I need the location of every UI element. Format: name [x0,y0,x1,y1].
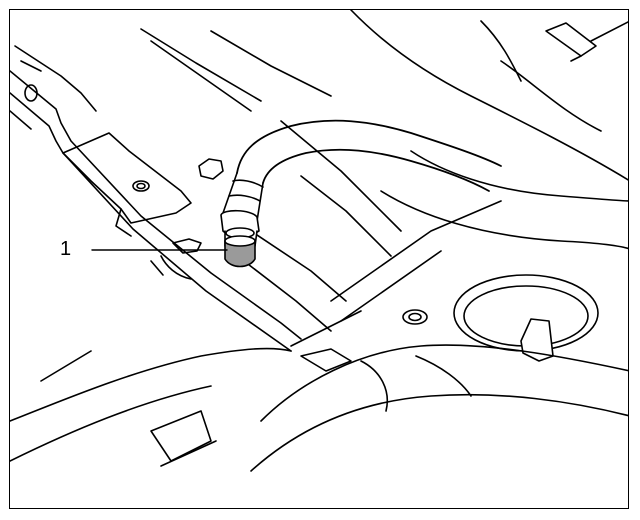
floor-panel-ribs [140,28,402,332]
hose-tube [222,119,502,222]
hex-nut [198,158,224,180]
lower-body-panel [10,347,292,467]
illustration-frame: 1 [9,9,629,509]
hose-end-cap [220,209,260,268]
mounting-bracket [62,132,192,237]
callout-label: 1 [60,238,72,260]
frame-rail [10,45,302,352]
wire-clip [150,238,202,280]
lower-arch [250,344,628,472]
crossmember [290,200,502,347]
undercarriage-illustration [10,10,628,472]
rear-panel [350,10,628,250]
spring-seat-opening [402,274,599,362]
